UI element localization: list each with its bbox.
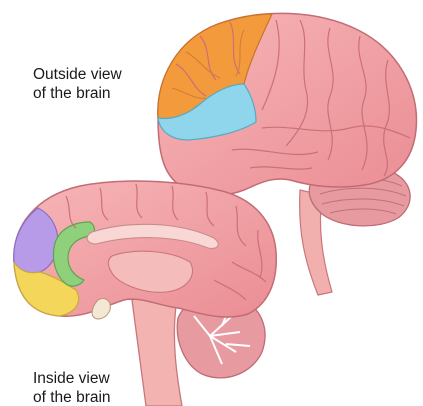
inside-caption-line-2: of the brain (33, 388, 111, 406)
outside-caption-line-1: Outside view (33, 65, 122, 84)
outside-caption-line-2: of the brain (33, 84, 122, 103)
inside-brainstem (132, 296, 182, 406)
outside-view-caption: Outside view of the brain (33, 65, 122, 103)
inside-caption-line-1: Inside view (33, 369, 111, 388)
inside-view-caption: Inside view of the brain (33, 369, 111, 406)
